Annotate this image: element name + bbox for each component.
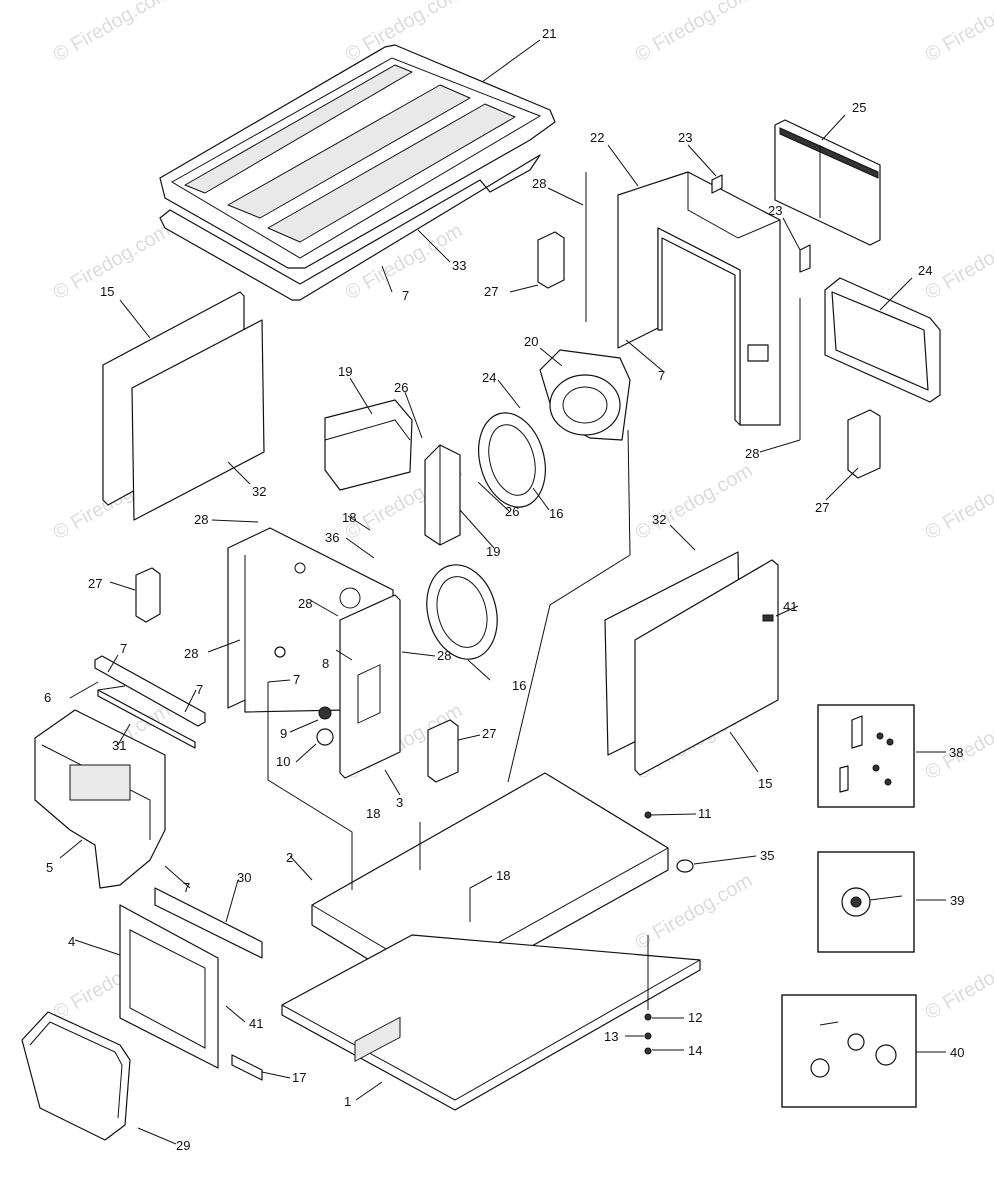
parts-layer <box>21 44 941 1141</box>
part-blower-housing <box>539 349 631 441</box>
part-right-housing <box>617 171 811 426</box>
part-label-11: 11 <box>698 806 712 821</box>
part-label-23: 23 <box>678 130 692 145</box>
part-label-35: 35 <box>760 848 774 863</box>
part-label-27: 27 <box>482 726 496 741</box>
part-label-28: 28 <box>298 596 312 611</box>
part-label-1: 1 <box>344 1094 351 1109</box>
part-ring <box>426 412 546 660</box>
part-label-28: 28 <box>437 648 451 663</box>
part-label-5: 5 <box>46 860 53 875</box>
part-label-40: 40 <box>950 1045 964 1060</box>
part-label-19: 19 <box>486 544 500 559</box>
part-label-18: 18 <box>366 806 380 821</box>
part-label-7: 7 <box>658 368 665 383</box>
part-label-25: 25 <box>852 100 866 115</box>
part-label-14: 14 <box>688 1043 702 1058</box>
part-label-36: 36 <box>325 530 339 545</box>
part-return-air-frame <box>824 277 941 403</box>
part-label-23: 23 <box>768 203 782 218</box>
watermark: © Firedog.com <box>632 0 757 66</box>
part-control-assembly <box>34 709 166 889</box>
part-top-cover <box>159 44 556 301</box>
part-label-27: 27 <box>815 500 829 515</box>
part-label-21: 21 <box>542 26 556 41</box>
part-label-6: 6 <box>44 690 51 705</box>
part-label-22: 22 <box>590 130 604 145</box>
part-label-28: 28 <box>532 176 546 191</box>
part-label-41: 41 <box>783 599 797 614</box>
part-label-16: 16 <box>512 678 526 693</box>
part-cover-shroud <box>21 1011 131 1141</box>
part-label-31: 31 <box>112 738 126 753</box>
part-label-28: 28 <box>194 512 208 527</box>
watermark: © Firedog.com <box>922 220 994 305</box>
part-duct <box>324 399 461 546</box>
part-label-13: 13 <box>604 1029 618 1044</box>
detail-box-40 <box>781 994 917 1108</box>
watermark: © Firedog.com <box>632 870 757 955</box>
part-label-16: 16 <box>549 506 563 521</box>
part-label-18: 18 <box>342 510 356 525</box>
part-label-19: 19 <box>338 364 352 379</box>
part-label-7: 7 <box>402 288 409 303</box>
detail-box-38 <box>817 704 915 808</box>
part-rail <box>94 655 206 749</box>
part-bottom-plate <box>281 934 701 1111</box>
part-label-26: 26 <box>505 504 519 519</box>
part-hardware <box>644 811 694 1055</box>
watermark: © Firedog.com <box>922 940 994 1025</box>
part-label-4: 4 <box>68 934 75 949</box>
part-label-27: 27 <box>484 284 498 299</box>
watermark: © Firedog.com <box>50 0 175 66</box>
part-label-28: 28 <box>745 446 759 461</box>
part-label-12: 12 <box>688 1010 702 1025</box>
watermark: © Firedog.com <box>632 460 757 545</box>
part-label-38: 38 <box>949 745 963 760</box>
watermark: © Firedog.com <box>922 0 994 66</box>
part-label-3: 3 <box>396 795 403 810</box>
part-labels: 21 25 22 23 28 23 33 24 27 7 15 20 7 19 … <box>44 26 964 1153</box>
part-label-2: 2 <box>286 850 293 865</box>
part-label-8: 8 <box>322 656 329 671</box>
leader-lines <box>59 39 946 1145</box>
part-access-door <box>119 887 263 1081</box>
part-side-panel <box>604 551 779 776</box>
watermark: © Firedog.com <box>922 700 994 785</box>
part-label-18: 18 <box>496 868 510 883</box>
part-label-24: 24 <box>482 370 496 385</box>
part-label-7: 7 <box>183 880 190 895</box>
part-label-30: 30 <box>237 870 251 885</box>
part-label-20: 20 <box>524 334 538 349</box>
part-label-24: 24 <box>918 263 932 278</box>
part-grille-panel <box>774 119 881 246</box>
part-label-15: 15 <box>758 776 772 791</box>
part-vent-grille <box>135 231 881 783</box>
part-label-26: 26 <box>394 380 408 395</box>
part-label-7: 7 <box>196 682 203 697</box>
part-label-7: 7 <box>293 672 300 687</box>
part-label-27: 27 <box>88 576 102 591</box>
part-label-10: 10 <box>276 754 290 769</box>
part-label-7: 7 <box>120 641 127 656</box>
part-label-15: 15 <box>100 284 114 299</box>
part-side-panel <box>102 291 265 521</box>
part-label-32: 32 <box>652 512 666 527</box>
part-label-41: 41 <box>249 1016 263 1031</box>
part-label-17: 17 <box>292 1070 306 1085</box>
part-label-9: 9 <box>280 726 287 741</box>
part-front-panel <box>339 594 401 779</box>
watermark: © Firedog.com <box>922 460 994 545</box>
detail-box-39 <box>817 851 915 953</box>
part-label-28: 28 <box>184 646 198 661</box>
part-label-33: 33 <box>452 258 466 273</box>
part-label-29: 29 <box>176 1138 190 1153</box>
part-label-32: 32 <box>252 484 266 499</box>
part-label-39: 39 <box>950 893 964 908</box>
